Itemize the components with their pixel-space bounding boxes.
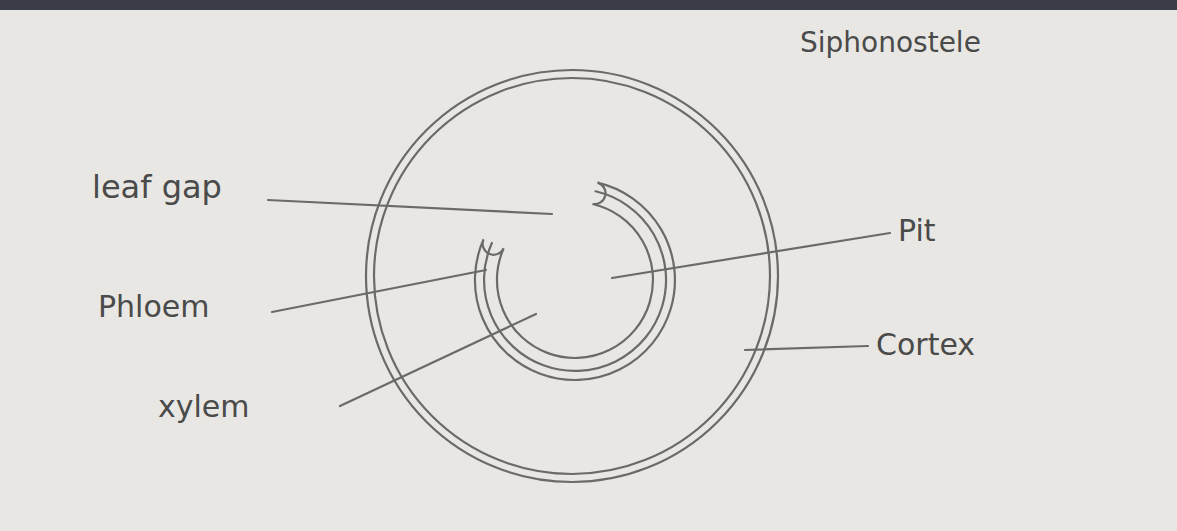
part-label: xylem	[158, 390, 250, 423]
outer-epidermis	[366, 70, 778, 482]
phloem-xylem-boundary	[484, 191, 666, 371]
part-label: Phloem	[98, 290, 209, 323]
part-label: Pit	[898, 214, 936, 247]
leader-line	[268, 200, 552, 214]
part-label: leaf gap	[92, 170, 222, 205]
top-edge-band	[0, 0, 1177, 10]
leader-line	[272, 270, 486, 312]
part-label: Cortex	[876, 328, 975, 361]
leader-line	[745, 346, 868, 350]
leader-line	[340, 314, 536, 406]
diagram-title: Siphonostele	[800, 28, 981, 59]
leader-line	[612, 233, 890, 278]
cortex-boundary	[374, 78, 770, 474]
